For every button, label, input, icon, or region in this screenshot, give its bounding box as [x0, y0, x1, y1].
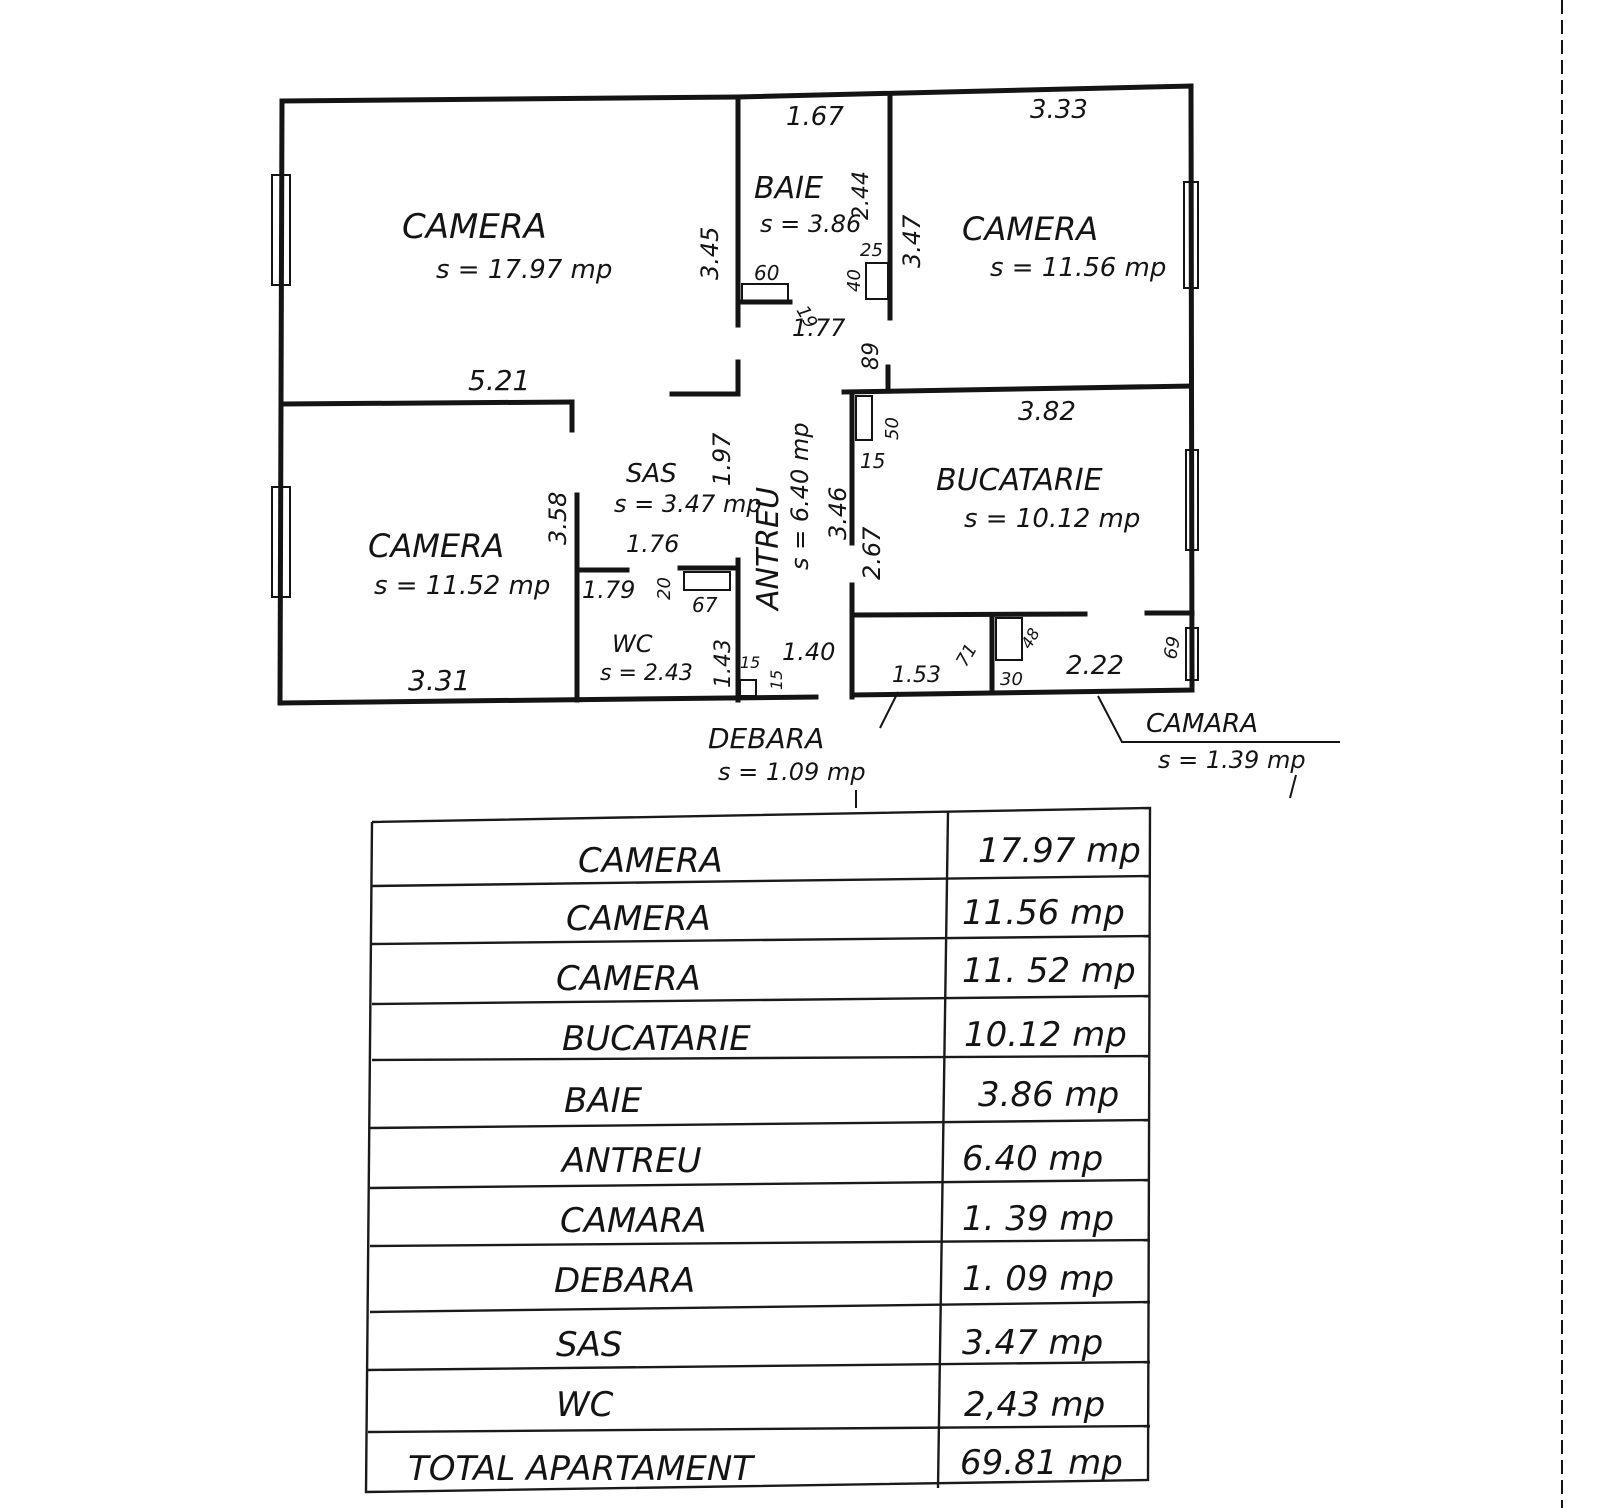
dimension: 3.33: [1030, 95, 1088, 125]
dimension: 1.67: [786, 102, 844, 132]
dimension: 30: [1000, 669, 1023, 690]
table-row-value: 3.47 mp: [962, 1323, 1103, 1363]
room-name: ANTREU: [751, 487, 786, 612]
dimension: 67: [692, 593, 718, 617]
dimension: 69: [1160, 635, 1185, 661]
room-name: CAMERA: [962, 210, 1098, 248]
dimension: 2.44: [849, 171, 874, 220]
room-area: s = 3.86: [760, 210, 861, 238]
dimension: 2.67: [858, 526, 886, 580]
table-row-value: 10.12 mp: [964, 1015, 1127, 1055]
room-name: CAMARA: [1146, 709, 1258, 739]
room-area: s = 10.12 mp: [964, 504, 1140, 534]
room-area: s = 17.97 mp: [436, 255, 612, 285]
table-row-value: 69.81 mp: [960, 1443, 1123, 1483]
room-area: s = 3.47 mp: [614, 490, 762, 518]
dimension: 89: [859, 342, 884, 370]
dimension: 3.58: [544, 492, 572, 545]
table-row-label: TOTAL APARTAMENT: [408, 1449, 755, 1489]
dimension: 1.76: [626, 530, 679, 558]
room-area: s = 11.56 mp: [990, 253, 1166, 283]
table-row-label: CAMERA: [578, 841, 723, 881]
dimension: 40: [844, 269, 865, 292]
area-table: CAMERA CAMERA CAMERA BUCATARIE BAIE ANTR…: [364, 806, 1152, 1494]
table-row-label: CAMARA: [560, 1201, 706, 1241]
table-row-label: CAMERA: [556, 959, 701, 999]
dimension: 15: [860, 449, 885, 473]
table-row-value: 6.40 mp: [962, 1139, 1103, 1179]
dimension: 60: [754, 261, 779, 285]
dimension: 3.46: [824, 487, 852, 540]
room-name: BAIE: [754, 171, 823, 206]
table-row-value: 1. 09 mp: [962, 1259, 1114, 1299]
table-row-value: 11. 52 mp: [962, 951, 1136, 991]
dimension: 1.43: [711, 639, 736, 688]
room-area: s = 1.39 mp: [1158, 746, 1306, 774]
table-row-value: 1. 39 mp: [962, 1199, 1114, 1239]
table-row-label: CAMERA: [566, 899, 711, 939]
table-row-value: 11.56 mp: [962, 893, 1125, 933]
room-name: DEBARA: [708, 722, 824, 755]
table-row-label: BAIE: [564, 1081, 643, 1121]
dimension: 25: [860, 240, 883, 261]
floor-plan-walls: [271, 83, 1199, 706]
dimension: 50: [882, 417, 903, 440]
dimension: 15: [767, 670, 786, 690]
dimension: 20: [654, 577, 675, 600]
dimension: 3.47: [898, 214, 926, 268]
table-row-label: DEBARA: [554, 1261, 695, 1301]
room-name: WC: [612, 630, 653, 658]
dimension: 3.45: [696, 227, 724, 280]
dimension: 1.97: [708, 432, 736, 486]
table-row-label: ANTREU: [560, 1141, 702, 1181]
dimension: 15: [740, 653, 760, 672]
table-row-value: 3.86 mp: [978, 1075, 1119, 1115]
dimension: 3.82: [1018, 397, 1076, 427]
room-labels: CAMERA s = 17.97 mp BAIE s = 3.86 CAMERA…: [368, 171, 1340, 808]
table-row-value: 17.97 mp: [978, 831, 1141, 871]
dimension: 1.77: [792, 314, 846, 342]
dimension: 1.53: [892, 663, 941, 688]
table-row-value: 2,43 mp: [964, 1385, 1105, 1425]
room-name: CAMERA: [368, 527, 504, 565]
room-name: BUCATARIE: [936, 463, 1103, 498]
dimension: 71: [952, 640, 982, 670]
dimension: 5.21: [468, 364, 530, 397]
table-row-label: SAS: [556, 1325, 622, 1365]
room-name: CAMERA: [402, 207, 547, 247]
room-area: s = 2.43: [600, 661, 693, 686]
dimension-labels: 1.67 3.33 3.45 2.44 3.47 60 19 40 25 1.7…: [408, 95, 1185, 697]
room-area: s = 1.09 mp: [718, 758, 866, 786]
dimension: 2.22: [1066, 651, 1124, 681]
table-row-label: WC: [556, 1385, 614, 1425]
dimension: 3.31: [408, 664, 470, 697]
dimension: 1.40: [782, 638, 835, 666]
room-name: SAS: [626, 459, 677, 489]
dimension: 1.79: [582, 576, 635, 604]
room-area: s = 11.52 mp: [374, 571, 550, 601]
room-area: s = 6.40 mp: [786, 422, 814, 570]
table-row-label: BUCATARIE: [562, 1019, 751, 1059]
